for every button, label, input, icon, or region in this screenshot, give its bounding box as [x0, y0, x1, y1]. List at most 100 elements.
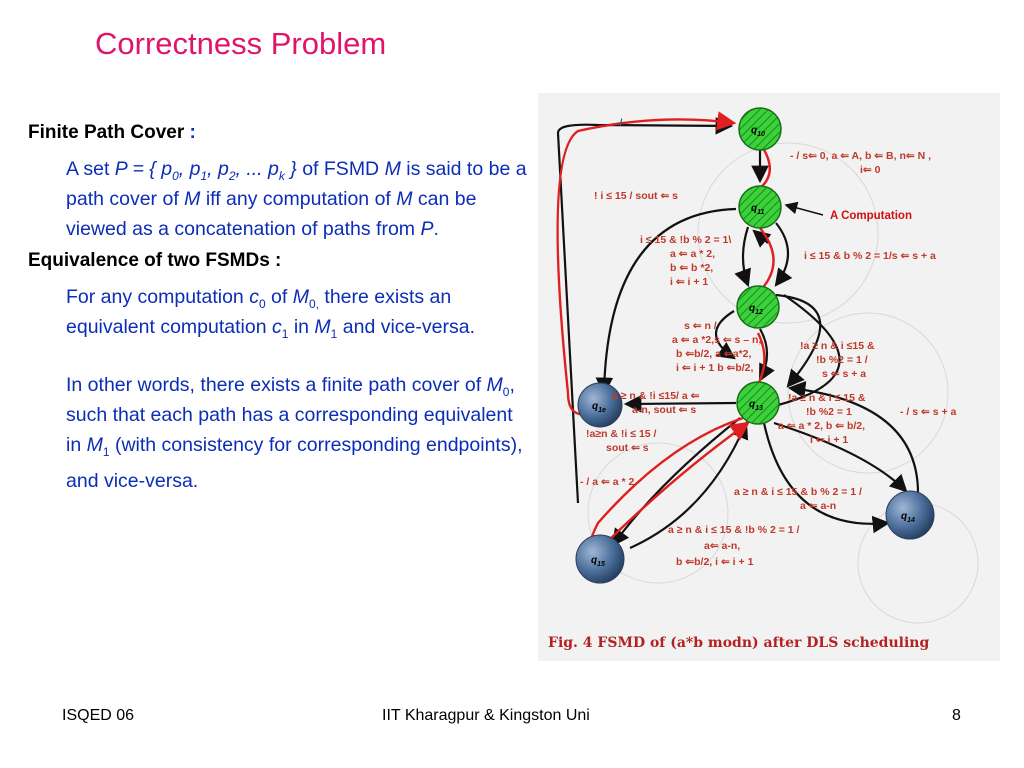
subscript: 1 [200, 168, 208, 183]
fsmd-figure: A Computation q10 q11 q12 q13 q1e q14 [538, 93, 1000, 661]
edge-q15-q13 [629, 420, 749, 550]
state-q10: q10 [738, 107, 782, 151]
label-q12-q13-3: b ⇐b/2, a ⇐a*2, [676, 348, 751, 360]
edge-q13-q15 [611, 417, 741, 547]
background-rings [587, 142, 979, 624]
label-q12-q13-4: i ⇐ i + 1 b ⇐b/2, [676, 362, 753, 374]
footer-page-number: 8 [952, 707, 961, 724]
subscript: 0 [258, 296, 266, 311]
text-run: In other words, there exists a finite pa… [66, 374, 487, 396]
text-run: is said to be a path cover of [66, 158, 527, 210]
text-run: (with consistency for corresponding endp… [109, 434, 523, 456]
svg-text:q13: q13 [749, 399, 763, 412]
label-q13-exit-1: !a≥n & !i ≤ 15 / [586, 428, 657, 440]
text-run: can be viewed as a concatenation of path… [66, 188, 477, 240]
label-q13-exit-2: sout ⇐ s [606, 442, 649, 454]
path-cover-definition: A set P = { p0, p1, p2, ... pk } of FSMD… [66, 154, 528, 244]
text-run: For any computation [66, 286, 250, 308]
label-q13-loop-1: !a ≥ n & i ≤ 15 & [788, 392, 866, 404]
symbol: M [396, 188, 413, 210]
edge-q13-q14-lower [762, 422, 891, 534]
label-q14-q13: - / s ⇐ s + a [900, 406, 957, 418]
subscript: 0 [502, 384, 510, 399]
footer-center: IIT Kharagpur & Kingston Uni [382, 707, 590, 724]
svg-text:q1e: q1e [592, 401, 606, 414]
symbol: M [184, 188, 201, 210]
spacer [28, 348, 528, 370]
text-run: } [284, 158, 297, 180]
state-q13: q13 [736, 381, 780, 425]
subscript: k [278, 168, 285, 183]
label-q13-q15-1: a ≥ n & i ≤ 15 & !b % 2 = 1 / [668, 524, 800, 536]
label-top: -/- [616, 117, 626, 129]
label-exit-q11: ! i ≤ 15 / sout ⇐ s [594, 190, 678, 202]
symbol: M [384, 158, 401, 180]
text-run: . [433, 218, 439, 240]
edge-q12-q13-right [775, 293, 822, 388]
heading-text: Finite Path Cover [28, 122, 185, 143]
edge-q12-loop-left [715, 310, 736, 360]
heading-equivalence: Equivalence of two FSMDs : [28, 250, 282, 271]
edge-q14-q13 [787, 381, 920, 494]
edge-q11-q12-left [734, 226, 751, 288]
subscript: 1 [330, 326, 338, 341]
label-q12-q13-1: s ⇐ n / [684, 320, 717, 332]
state-q11: q11 [738, 185, 782, 229]
symbol: c [249, 286, 259, 308]
text-run: , p [178, 158, 201, 180]
heading-colon: : [189, 122, 196, 143]
label-q12-loop-2: !b %2 = 1 / [816, 354, 868, 366]
footer-left: ISQED 06 [62, 707, 135, 724]
label-q13-q14-1: a ≥ n & i ≤ 15 & b % 2 = 1 / [734, 486, 862, 498]
subscript: 0, [308, 296, 319, 311]
label-q12-q13-2: a ⇐ a *2,s ⇐ s – n, [672, 334, 761, 346]
label-q13-loop-2: !b %2 = 1 [806, 406, 852, 418]
label-q11-q12-right: i ≤ 15 & b % 2 = 1/s ⇐ s + a [804, 250, 936, 262]
state-q12: q12 [736, 285, 780, 329]
text-run: of FSMD [296, 158, 385, 180]
label-q11-q12-2: a ⇐ a * 2, [670, 248, 715, 260]
label-init-2: i⇐ 0 [860, 164, 881, 176]
text-run: of [265, 286, 293, 308]
edge-q13-q14 [773, 421, 908, 493]
symbol: M [292, 286, 309, 308]
svg-text:q14: q14 [901, 511, 915, 524]
finite-path-cover-explanation: In other words, there exists a finite pa… [66, 370, 528, 460]
body-text: Finite Path Cover : A set P = { p0, p1, … [28, 122, 528, 502]
symbol: M [486, 374, 503, 396]
text-run: in [288, 316, 315, 338]
equivalence-definition: For any computation c0 of M0, there exis… [66, 282, 528, 342]
label-q12-loop-1: !a ≥ n & i ≤15 & [800, 340, 875, 352]
edge-q11-q1e [595, 207, 737, 396]
edge-q11-q12-loop [774, 222, 793, 287]
edge-top-loop [556, 117, 734, 504]
callout-label: A Computation [830, 210, 912, 222]
text-run: , p [207, 158, 229, 180]
label-q13-loop-3: a ⇐ a * 2, b ⇐ b/2, [778, 420, 865, 432]
text-run: P = { p [114, 158, 173, 180]
symbol: M [86, 434, 103, 456]
state-q1e: q1e [577, 382, 623, 428]
heading-finite-path-cover: Finite Path Cover : [28, 122, 528, 144]
edge-q1e-q11 [752, 229, 772, 248]
label-q13-q1e-1: a ≥ n & !i ≤15/ a ⇐ [612, 390, 700, 402]
label-q13-loop-4: i ⇐ i + 1 [810, 434, 848, 446]
label-q15-q13: - / a ⇐ a * 2 [580, 476, 634, 488]
label-q13-q15-3: b ⇐b/2, i ⇐ i + 1 [676, 556, 754, 568]
label-q13-q15-2: a⇐ a-n, [704, 540, 740, 552]
label-q11-q12-1: i ≤ 15 & !b % 2 = 1\ [640, 234, 731, 246]
edge-q13-q1e [623, 395, 737, 413]
symbol: P = { p0, p1, p2, ... pk } [114, 158, 297, 183]
text-run: and vice-versa. [337, 316, 476, 338]
text-run: A set [66, 158, 115, 180]
callout-arrow [784, 201, 824, 216]
label-q11-q12-4: i ⇐ i + 1 [670, 276, 708, 288]
svg-text:q12: q12 [749, 303, 763, 316]
label-q13-q14-2: a ⇐ a-n [800, 500, 836, 512]
svg-text:q15: q15 [591, 555, 605, 568]
transition-labels: -/- - / s⇐ 0, a ⇐ A, b ⇐ B, n⇐ N , i⇐ 0 … [580, 117, 957, 568]
text-run: there exists an equivalent computation [66, 286, 452, 338]
slide-title: Correctness Problem [95, 26, 387, 61]
text-run: , ... p [235, 158, 279, 180]
transitions [556, 117, 920, 550]
